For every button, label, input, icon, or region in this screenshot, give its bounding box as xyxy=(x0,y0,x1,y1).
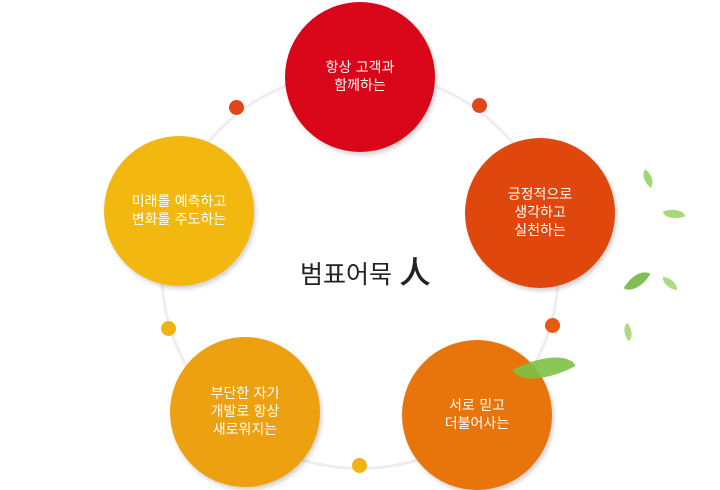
value-circle-customer: 항상 고객과 함께하는 xyxy=(285,2,435,152)
connector-dot xyxy=(472,98,487,113)
leaf-icon xyxy=(619,322,637,342)
leaf-icon xyxy=(661,276,679,291)
value-circle-positive: 긍정적으로 생각하고 실천하는 xyxy=(465,138,615,288)
value-circle-development: 부단한 자기 개발로 항상 새로워지는 xyxy=(170,337,320,487)
value-label: 긍정적으로 생각하고 실천하는 xyxy=(507,187,573,239)
value-label: 항상 고객과 함께하는 xyxy=(325,60,395,94)
leaf-icon xyxy=(623,265,651,297)
value-label: 미래를 예측하고 변화를 주도하는 xyxy=(131,194,227,228)
connector-dot xyxy=(229,100,244,115)
company-name: 범표어묵 xyxy=(299,260,392,289)
connector-dot xyxy=(545,318,560,333)
connector-dot xyxy=(352,458,367,473)
leaf-icon xyxy=(638,169,658,188)
value-circle-future: 미래를 예측하고 변화를 주도하는 xyxy=(104,136,254,286)
leaf-icon xyxy=(662,204,686,224)
value-label: 부단한 자기 개발로 항상 새로워지는 xyxy=(210,386,280,438)
person-symbol: 人 xyxy=(400,256,430,291)
value-label: 서로 믿고 더불어사는 xyxy=(444,398,510,432)
center-title: 범표어묵 人 xyxy=(270,248,460,292)
connector-dot xyxy=(161,321,176,336)
